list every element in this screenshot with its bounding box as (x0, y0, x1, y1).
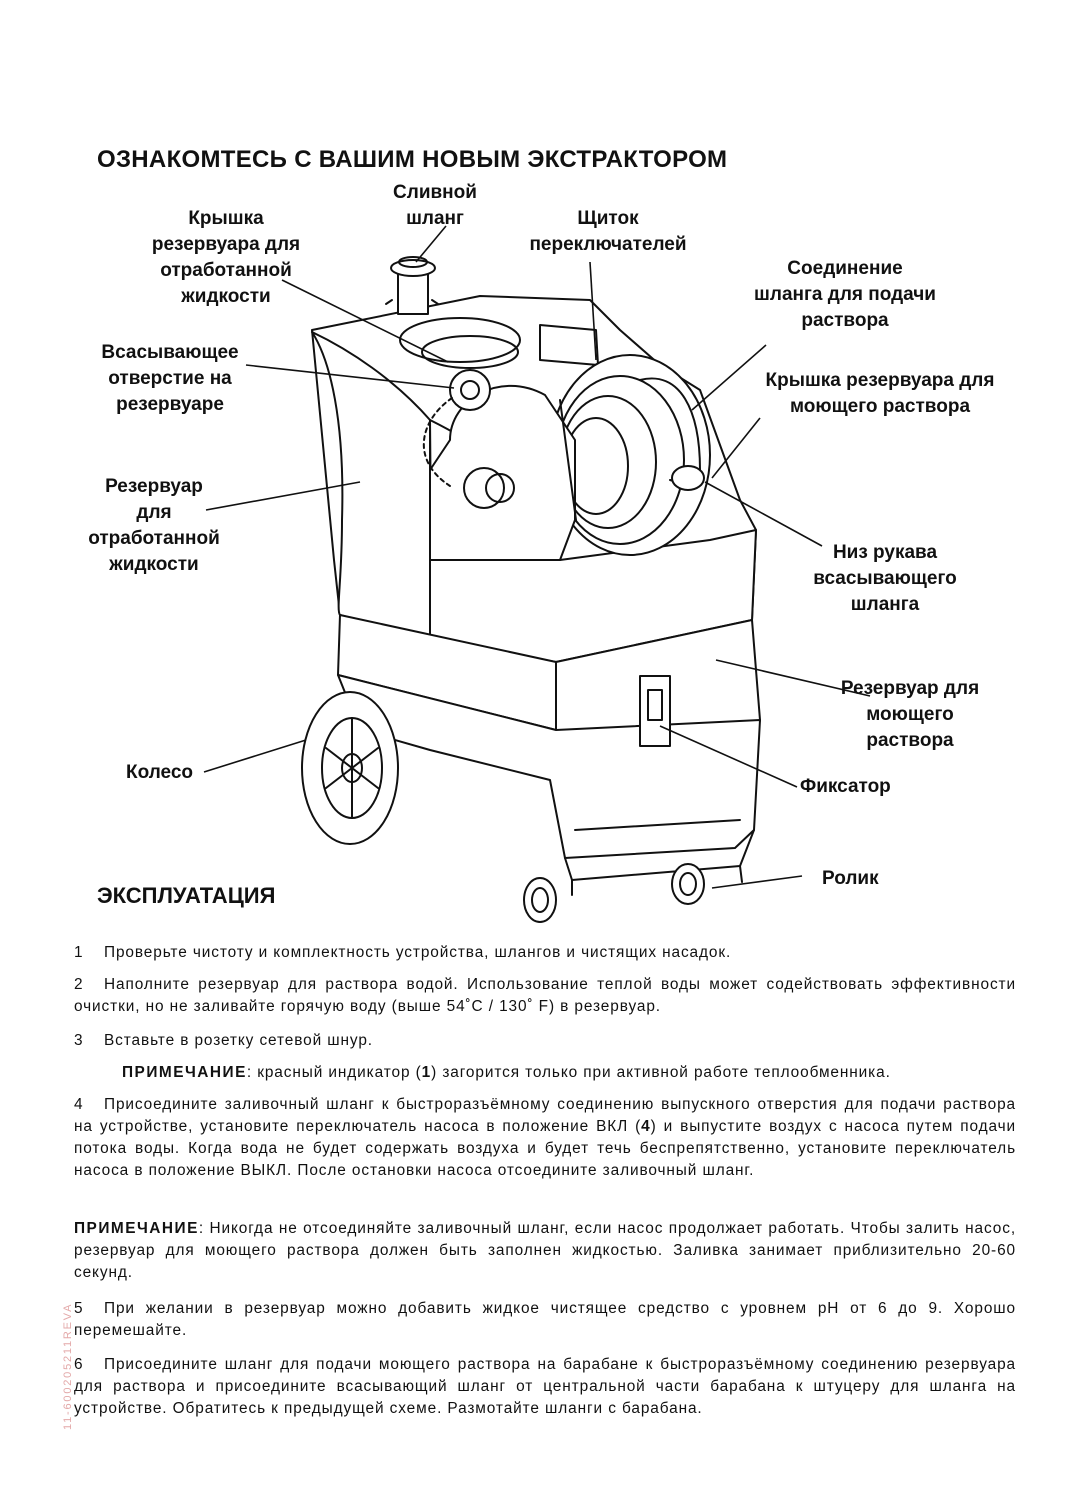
step-number: 5 (74, 1300, 84, 1317)
label-vacuum-inlet: Всасывающее отверстие на резервуаре (101, 342, 239, 415)
label-recovery-lid: Крышка резервуара для отработанной жидко… (151, 208, 301, 307)
recovery-tank-shell (311, 331, 431, 641)
note-indicator: ПРИМЕЧАНИЕ: красный индикатор (1) загори… (122, 1064, 891, 1081)
step-number: 2 (74, 976, 84, 993)
document-code: 11-600205211REVA (62, 1302, 74, 1430)
caster-right (671, 863, 705, 905)
wheel-drawing (301, 691, 399, 845)
step-number: 1 (74, 944, 84, 961)
step-number: 6 (74, 1356, 84, 1373)
step-number: 4 (74, 1096, 84, 1113)
note-priming: ПРИМЕЧАНИЕ: Никогда не отсоединяйте зали… (74, 1220, 1016, 1281)
step-number: 3 (74, 1032, 84, 1049)
caster-left (523, 877, 557, 923)
label-solution-tank: Резервуар для моющего раствора (840, 678, 980, 751)
vacuum-inlet (449, 369, 491, 411)
label-solution-hose-connection: Соединение шланга для подачи раствора (754, 258, 936, 331)
label-recovery-tank: Резервуар для отработанной жидкости (88, 476, 220, 575)
page-title: ОЗНАКОМТЕСЬ С ВАШИМ НОВЫМ ЭКСТРАКТОРОМ (97, 146, 728, 173)
label-wheel: Колесо (126, 762, 194, 783)
label-drain-hose: Сливной шланг (393, 182, 477, 229)
label-latch: Фиксатор (800, 776, 891, 797)
extractor-illustration (203, 225, 871, 923)
label-solution-lid: Крышка резервуара для моющего раствора (765, 370, 995, 417)
section-title: ЭКСПЛУАТАЦИЯ (97, 883, 276, 908)
label-switch-panel: Щиток переключателей (529, 208, 687, 255)
latch-drawing (639, 675, 671, 747)
label-caster: Ролик (822, 868, 879, 889)
label-vacuum-hose-cuff: Низ рукава всасывающего шланга (813, 542, 957, 615)
